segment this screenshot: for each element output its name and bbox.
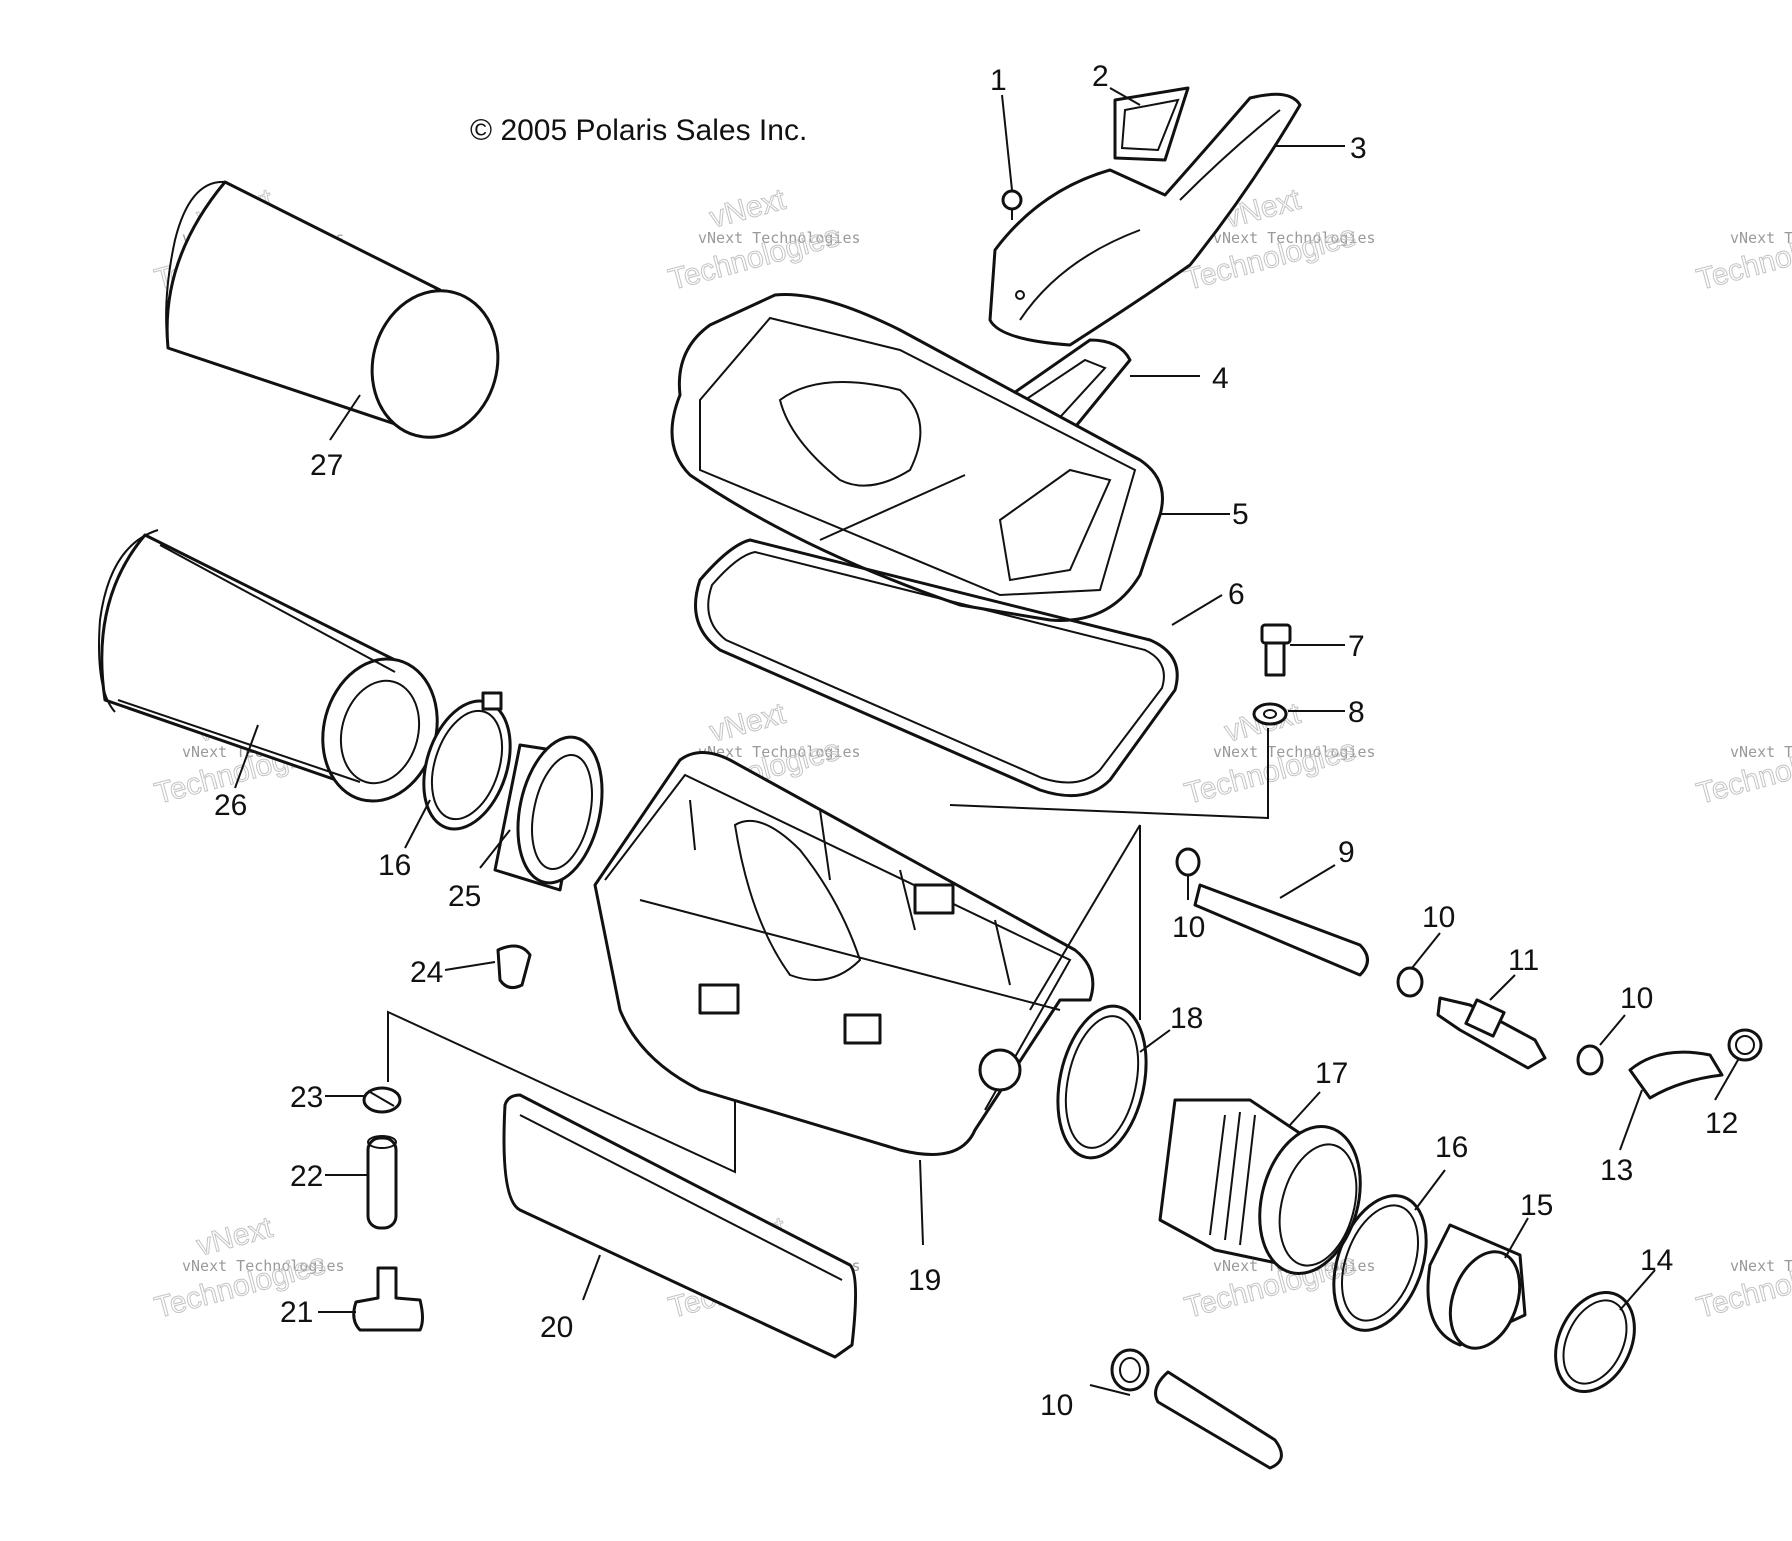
part-service-panel	[502, 1093, 858, 1359]
part-hose-13	[1628, 1050, 1724, 1100]
part-carb-adapter	[1426, 1223, 1527, 1350]
watermark-12: vNext Technologies Technologies	[1693, 1247, 1792, 1325]
part-adapter-collar	[493, 735, 604, 892]
part-hose-clamp-a	[1175, 847, 1201, 877]
callout-16-b: 16	[1435, 1131, 1468, 1164]
callout-numbers: 1 2 3 4 5 6 7 8 9 10 10 10 10 11 12 13 1…	[214, 60, 1738, 1422]
callout-10-b: 10	[1422, 901, 1455, 934]
part-hose-clamp-c	[1576, 1044, 1604, 1076]
watermark-9: vNext vNext Technologies Technologies	[151, 1210, 345, 1325]
callout-25: 25	[448, 880, 481, 913]
svg-text:vNext Technologies: vNext Technologies	[698, 229, 861, 247]
part-washer	[1252, 702, 1288, 726]
svg-text:vNext Technologies: vNext Technologies	[1213, 743, 1376, 761]
callout-5: 5	[1232, 498, 1249, 531]
callout-9: 9	[1338, 836, 1355, 869]
part-clamp-14	[1554, 1290, 1636, 1394]
callout-23: 23	[290, 1081, 323, 1114]
svg-text:vNext: vNext	[706, 183, 789, 235]
svg-text:vNext Technologies: vNext Technologies	[698, 743, 861, 761]
callout-7: 7	[1348, 630, 1365, 663]
callout-24: 24	[410, 956, 443, 989]
part-o-ring	[1056, 1004, 1148, 1160]
callout-20: 20	[540, 1311, 573, 1344]
callout-3: 3	[1350, 132, 1367, 165]
part-check-valve	[1436, 996, 1547, 1070]
callout-10-c: 10	[1620, 982, 1653, 1015]
part-throttle-boot	[1158, 1098, 1362, 1276]
watermark-8: vNext Technologies Technologies	[1693, 733, 1792, 811]
part-cover-seal	[694, 538, 1179, 798]
callout-27: 27	[310, 449, 343, 482]
svg-text:vNext Technologies: vNext Technologies	[1213, 229, 1376, 247]
callout-4: 4	[1212, 362, 1229, 395]
callout-15: 15	[1520, 1189, 1553, 1222]
part-clamp-upper	[422, 691, 512, 831]
callout-16-a: 16	[378, 849, 411, 882]
callout-10-a: 10	[1172, 911, 1205, 944]
part-bolt	[1260, 623, 1292, 677]
callout-6: 6	[1228, 578, 1245, 611]
part-air-filter	[98, 529, 439, 803]
part-clamp-12	[1727, 1028, 1763, 1062]
svg-text:vNext: vNext	[193, 1211, 276, 1263]
part-airbox-cover	[670, 292, 1164, 622]
part-drain-hose	[1154, 1370, 1283, 1470]
part-foam-pad	[1113, 86, 1190, 162]
part-screw	[1001, 189, 1023, 220]
watermark-4: vNext Technologies Technologies	[1693, 219, 1792, 297]
copyright-text: © 2005 Polaris Sales Inc.	[470, 114, 808, 147]
callout-13: 13	[1600, 1154, 1633, 1187]
callout-12: 12	[1705, 1107, 1738, 1140]
callout-14: 14	[1640, 1244, 1673, 1277]
callout-21: 21	[280, 1296, 313, 1329]
callout-10-d: 10	[1040, 1389, 1073, 1422]
part-clip	[496, 944, 532, 990]
callout-19: 19	[908, 1264, 941, 1297]
svg-text:vNext: vNext	[706, 697, 789, 749]
part-airbox-base	[593, 751, 1095, 1156]
svg-text:vNext Technologies: vNext Technologies	[1730, 1257, 1792, 1275]
callout-8: 8	[1348, 696, 1365, 729]
callout-22: 22	[290, 1160, 323, 1193]
svg-text:vNext Technologies: vNext Technologies	[1730, 229, 1792, 247]
watermark-2: vNext vNext Technologies Technologies	[665, 182, 861, 297]
part-clamp-lower	[1332, 1194, 1428, 1332]
svg-text:vNext Technologies: vNext Technologies	[1730, 743, 1792, 761]
part-breather-hose	[1193, 883, 1369, 977]
part-hose-clamp-d	[1110, 1348, 1150, 1392]
part-small-clamp	[362, 1086, 402, 1114]
callout-17: 17	[1315, 1057, 1348, 1090]
callout-1: 1	[990, 64, 1007, 97]
part-drain-tube	[366, 1135, 398, 1230]
callout-2: 2	[1092, 60, 1109, 93]
part-prefilter-sleeve	[165, 180, 500, 439]
part-hose-clamp-b	[1396, 966, 1424, 998]
part-intake-snorkel	[988, 92, 1302, 347]
callout-18: 18	[1170, 1002, 1203, 1035]
part-t-fitting	[352, 1266, 424, 1332]
callout-26: 26	[214, 789, 247, 822]
svg-text:vNext Technologies: vNext Technologies	[182, 1257, 345, 1275]
callout-11: 11	[1508, 944, 1539, 977]
leader-lines	[234, 87, 1739, 1396]
